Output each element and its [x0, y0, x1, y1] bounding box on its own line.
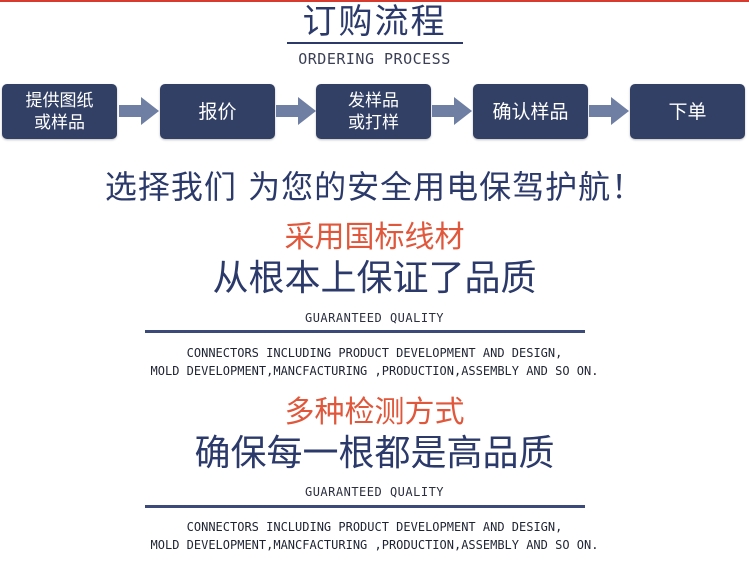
- step-send-samples: 发样品 或打样: [316, 84, 431, 139]
- step-label-line1: 提供图纸: [25, 90, 94, 111]
- step-place-order: 下单: [630, 84, 745, 139]
- top-accent-line: [0, 0, 749, 2]
- description-line: CONNECTORS INCLUDING PRODUCT DEVELOPMENT…: [186, 520, 563, 534]
- section-divider: [145, 505, 585, 508]
- section-subtitle: GUARANTEED QUALITY: [304, 311, 445, 325]
- title-underline: [287, 42, 463, 44]
- section-heading-red: 多种检测方式: [284, 395, 465, 430]
- step-label-line2: 或打样: [348, 112, 399, 133]
- step-label: 确认样品: [492, 100, 569, 123]
- section-divider: [145, 330, 585, 333]
- section-subtitle: GUARANTEED QUALITY: [304, 485, 445, 499]
- section-heading-red: 采用国标线材: [284, 220, 465, 255]
- section-description: CONNECTORS INCLUDING PRODUCT DEVELOPMENT…: [0, 344, 749, 380]
- arrow-right-icon: [119, 97, 159, 125]
- slogan: 选择我们 为您的安全用电保驾护航！: [104, 168, 645, 206]
- step-label-line1: 发样品: [348, 90, 399, 111]
- page-subtitle: ORDERING PROCESS: [298, 50, 451, 68]
- step-label: 报价: [198, 100, 237, 123]
- step-quotation: 报价: [160, 84, 275, 139]
- description-line: CONNECTORS INCLUDING PRODUCT DEVELOPMENT…: [186, 346, 563, 360]
- description-line: MOLD DEVELOPMENT,MANCFACTURING ,PRODUCTI…: [150, 538, 599, 552]
- description-line: MOLD DEVELOPMENT,MANCFACTURING ,PRODUCTI…: [150, 364, 599, 378]
- section-heading-blue: 从根本上保证了品质: [212, 258, 537, 299]
- step-label: 下单: [668, 100, 707, 123]
- arrow-right-icon: [276, 97, 316, 125]
- page-title: 订购流程: [302, 2, 447, 42]
- arrow-right-icon: [589, 97, 629, 125]
- step-provide-drawings: 提供图纸 或样品: [2, 84, 117, 139]
- arrow-right-icon: [432, 97, 472, 125]
- section-description: CONNECTORS INCLUDING PRODUCT DEVELOPMENT…: [0, 518, 749, 554]
- step-confirm-samples: 确认样品: [473, 84, 588, 139]
- section-heading-blue: 确保每一根都是高品质: [194, 433, 555, 474]
- step-label-line2: 或样品: [34, 112, 85, 133]
